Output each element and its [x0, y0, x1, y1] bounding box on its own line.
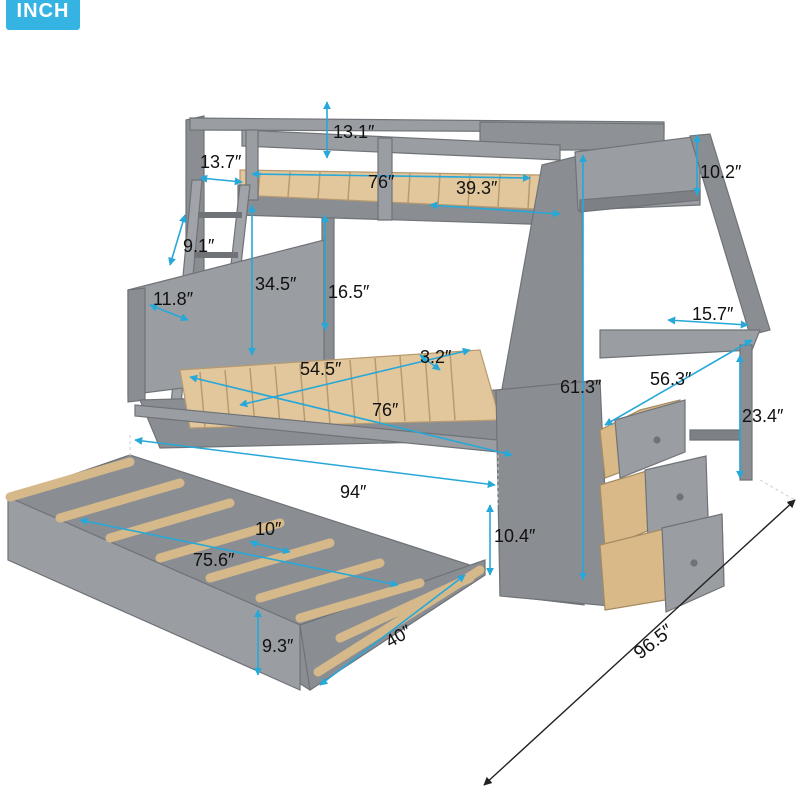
overall-depth-arrow — [483, 499, 796, 786]
upper-clearance-label: 34.5″ — [255, 274, 297, 294]
shelf-height-label: 10.2″ — [700, 162, 742, 182]
slat-gap-label: 3.2″ — [420, 347, 452, 367]
overall-depth-label: 96.5″ — [630, 620, 678, 664]
desk-height-label: 23.4″ — [742, 406, 784, 426]
desk-width-label: 56.3″ — [650, 369, 692, 389]
trundle-slat-gap-label: 10″ — [255, 519, 282, 539]
top-length-label: 76″ — [368, 172, 395, 192]
trundle-clearance-label: 10.4″ — [494, 526, 536, 546]
overall-height-label: 61.3″ — [560, 377, 602, 397]
dimension-arrows — [79, 101, 753, 686]
dimension-labels: 13.1″ 13.7″ 76″ 39.3″ 10.2″ 9.1″ 34.5″ 1… — [153, 122, 784, 664]
trundle — [5, 454, 487, 692]
top-rail-depth-label: 13.7″ — [200, 152, 242, 172]
bottom-length-label: 76″ — [372, 400, 399, 420]
ladder-step-label: 9.1″ — [183, 236, 215, 256]
overall-length-label: 94″ — [340, 482, 367, 502]
top-guard-gap-label: 16.5″ — [328, 282, 370, 302]
top-width-label: 39.3″ — [456, 178, 498, 198]
bottom-width-label: 54.5″ — [300, 359, 342, 379]
guard-height-label: 13.1″ — [333, 122, 375, 142]
desk-depth-label: 15.7″ — [692, 304, 734, 324]
trundle-length-label: 75.6″ — [193, 550, 235, 570]
ladder-width-label: 11.8″ — [153, 289, 194, 309]
unit-badge: INCH — [6, 0, 80, 30]
trundle-height-label: 9.3″ — [262, 636, 294, 656]
